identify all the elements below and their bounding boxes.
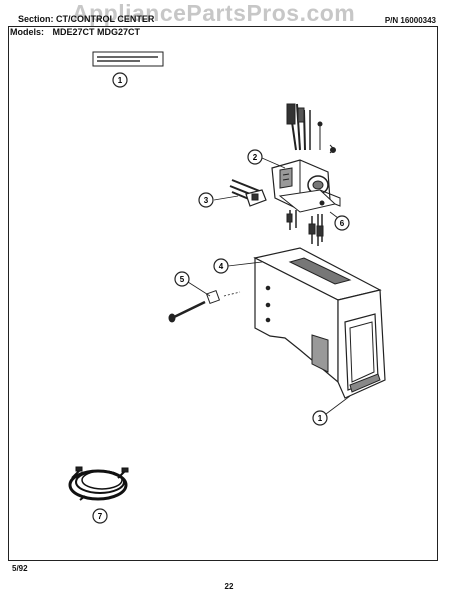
section-title: Section: CT/CONTROL CENTER [18, 14, 154, 24]
callouts: 1 2 3 4 5 6 7 1 [92, 72, 350, 524]
watermark: AppliancePartsPros.com [72, 0, 356, 26]
callout-1-bottom: 1 [312, 410, 328, 426]
callout-3: 3 [198, 192, 214, 208]
callout-5: 5 [174, 271, 190, 287]
models-row: Models: MDE27CT MDG27CT [10, 27, 140, 37]
models-label: Models: [10, 27, 45, 37]
part-number: P/N 16000343 [384, 16, 436, 25]
wire-harness [68, 466, 129, 501]
callout-2: 2 [247, 149, 263, 165]
control-assembly [271, 103, 341, 246]
callout-7: 7 [92, 508, 108, 524]
svg-text:3: 3 [204, 196, 209, 205]
svg-text:7: 7 [98, 512, 103, 521]
callout-4: 4 [213, 258, 229, 274]
leader-lines [187, 157, 351, 415]
wire-connector [229, 179, 267, 207]
models-list: MDE27CT MDG27CT [52, 27, 141, 37]
svg-text:1: 1 [318, 414, 323, 423]
footer-rule [8, 560, 438, 561]
section-label: Section: [18, 14, 54, 24]
svg-text:5: 5 [180, 275, 185, 284]
svg-text:2: 2 [253, 153, 258, 162]
revision-date: 5/92 [12, 564, 28, 573]
callout-6: 6 [334, 215, 350, 231]
svg-text:4: 4 [219, 262, 224, 271]
svg-text:6: 6 [340, 219, 345, 228]
page-number: 22 [224, 582, 234, 591]
callout-1-top: 1 [112, 72, 128, 88]
control-housing [253, 247, 386, 399]
section-name: CT/CONTROL CENTER [56, 14, 155, 24]
screw [168, 289, 241, 323]
label-card: CAUTION DISCONNECT POWER SUPPLY BEFORE S… [92, 47, 185, 67]
page-header: Section: CT/CONTROL CENTER P/N 16000343 [10, 10, 440, 26]
svg-text:1: 1 [118, 76, 123, 85]
label-card-text: CAUTION DISCONNECT POWER SUPPLY BEFORE S… [95, 47, 185, 51]
